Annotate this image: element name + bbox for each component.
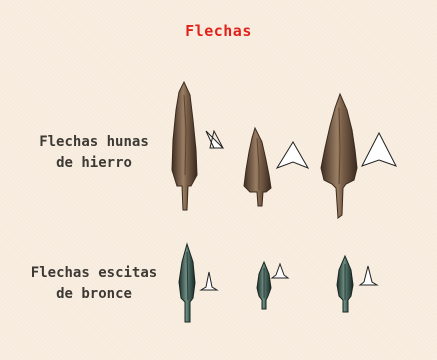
scythian-label-line1: Flechas escitas — [30, 265, 158, 281]
hun-label-line1: Flechas hunas — [39, 134, 149, 150]
scythian-arrowhead-2 — [256, 260, 272, 310]
scythian-arrowhead-1-profile-icon — [199, 271, 219, 291]
hun-arrowhead-3-profile-icon — [360, 131, 398, 167]
scythian-arrows-label: Flechas escitas de bronce — [14, 263, 174, 305]
hun-arrowhead-3 — [320, 92, 358, 219]
hun-arrowhead-1 — [171, 80, 198, 211]
hun-arrowhead-1-profile-icon — [205, 129, 225, 149]
figure-title: Flechas — [185, 22, 252, 40]
hun-label-line2: de hierro — [56, 155, 132, 171]
scythian-arrowhead-3 — [336, 254, 354, 313]
scythian-arrowhead-3-profile-icon — [358, 265, 379, 286]
scythian-label-line2: de bronce — [56, 286, 132, 302]
hun-arrowhead-2-profile-icon — [275, 141, 310, 170]
scythian-arrowhead-1 — [178, 242, 196, 323]
hun-arrows-label: Flechas hunas de hierro — [14, 132, 174, 174]
hun-arrowhead-2 — [243, 126, 272, 207]
scythian-arrowhead-2-profile-icon — [270, 262, 290, 279]
